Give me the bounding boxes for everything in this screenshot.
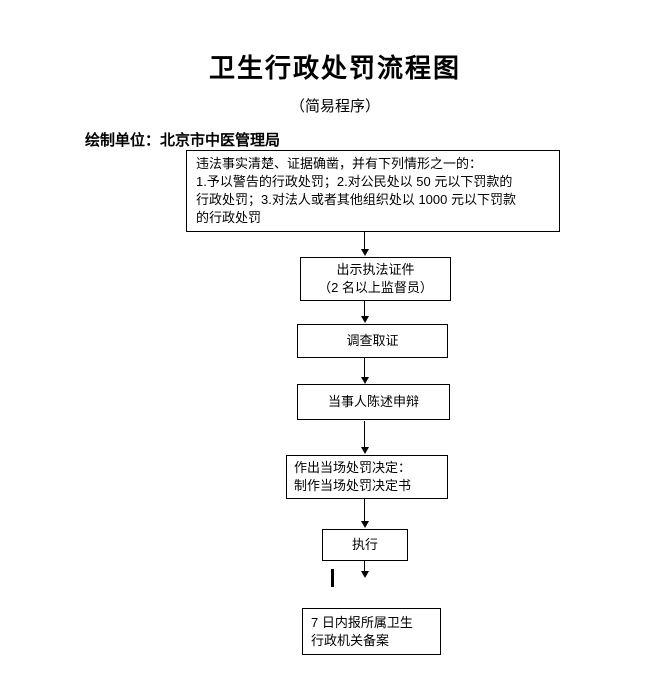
flow-arrow-6 <box>361 561 369 578</box>
flow-node-statement-defense: 当事人陈述申辩 <box>297 384 450 420</box>
flow-node-investigate: 调查取证 <box>297 324 448 358</box>
flow-arrow-2 <box>361 301 369 323</box>
flow-node-execute: 执行 <box>322 529 408 561</box>
connector-break-mark <box>331 569 334 587</box>
page-title: 卫生行政处罚流程图 <box>208 53 461 83</box>
flow-arrow-5 <box>361 499 369 528</box>
flow-node-filing: 7 日内报所属卫生 行政机关备案 <box>302 608 441 655</box>
flow-arrow-1 <box>361 232 369 256</box>
flow-node-conditions: 违法事实清楚、证据确凿，并有下列情形之一的： 1.予以警告的行政处罚；2.对公民… <box>186 150 560 232</box>
flow-arrow-4 <box>361 421 369 454</box>
flow-node-decision: 作出当场处罚决定： 制作当场处罚决定书 <box>286 455 448 499</box>
flow-arrow-3 <box>361 358 369 384</box>
credit-line: 绘制单位：北京市中医管理局 <box>85 132 281 149</box>
flow-node-show-credentials: 出示执法证件 （2 名以上监督员） <box>300 257 451 301</box>
page-subtitle: （简易程序） <box>289 98 380 115</box>
